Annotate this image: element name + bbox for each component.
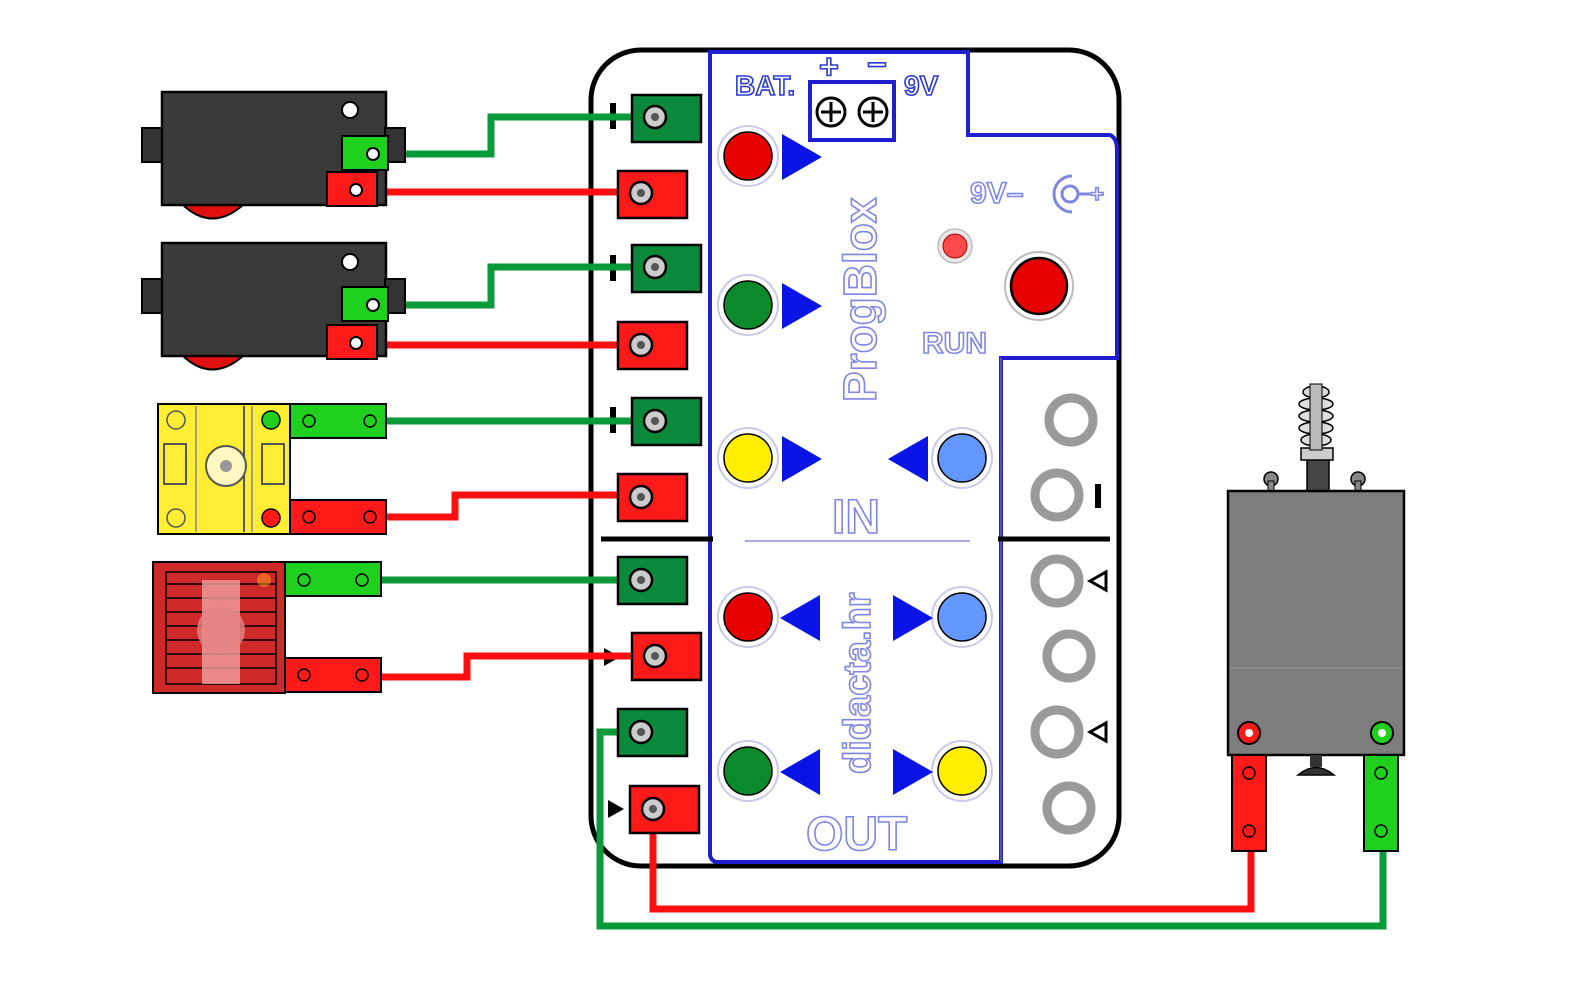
output-arrow-3-icon bbox=[780, 749, 820, 795]
right-sockets bbox=[1030, 393, 1108, 835]
input-arrow-2-icon bbox=[782, 283, 822, 329]
output-led-1 bbox=[717, 586, 820, 648]
dc-jack-icon bbox=[1052, 174, 1090, 214]
brand-label: ProgBlox bbox=[834, 197, 886, 402]
dc-jack-plus: + bbox=[1090, 181, 1104, 208]
plug-green-in4 bbox=[616, 555, 689, 606]
input-led-1 bbox=[717, 125, 822, 187]
output-arrow-1-icon bbox=[780, 595, 820, 641]
dc-jack-label: 9V– bbox=[970, 177, 1023, 210]
wire-green-1 bbox=[373, 113, 655, 158]
input-arrow-4-icon bbox=[888, 436, 928, 482]
battery-plus-sign: + bbox=[819, 48, 839, 86]
in-label: IN bbox=[832, 491, 880, 544]
input-led-3 bbox=[717, 427, 822, 489]
battery-voltage-label: 9V bbox=[904, 70, 939, 101]
website-label: didacta.hr bbox=[837, 592, 879, 774]
input-arrow-3-icon bbox=[782, 436, 822, 482]
screw-terminal-minus-icon bbox=[857, 96, 889, 128]
screw-terminal-plus-icon bbox=[815, 96, 847, 128]
board-plugs bbox=[616, 93, 703, 835]
plug-red-in4 bbox=[630, 631, 703, 682]
wire-green-2 bbox=[373, 263, 655, 309]
plug-green-out bbox=[616, 707, 689, 758]
out-label: OUT bbox=[806, 808, 907, 861]
motor-icon bbox=[1226, 383, 1406, 852]
progblox-board: BAT. + − 9V 9V– + RUN ProgBlox didacta.h… bbox=[588, 45, 1122, 869]
output-led-3 bbox=[717, 740, 820, 802]
light-sensor-icon bbox=[152, 561, 382, 694]
plug-red-in2 bbox=[616, 320, 689, 371]
input-led-2 bbox=[717, 274, 822, 336]
status-led bbox=[942, 233, 968, 259]
run-button[interactable] bbox=[1009, 256, 1069, 316]
wire-green-motor bbox=[596, 728, 1387, 930]
input-led-4 bbox=[888, 427, 993, 489]
push-switch-icon bbox=[141, 90, 406, 220]
wire-red-3 bbox=[356, 491, 641, 521]
panel-outline bbox=[708, 50, 1119, 864]
battery-label: BAT. bbox=[735, 70, 795, 101]
plug-green-in1 bbox=[630, 93, 703, 144]
plug-green-in2 bbox=[630, 243, 703, 294]
wires bbox=[355, 113, 1387, 930]
battery-minus-sign: − bbox=[867, 46, 887, 84]
run-label: RUN bbox=[922, 327, 987, 360]
input-arrow-1-icon bbox=[782, 134, 822, 180]
wire-red-motor bbox=[649, 809, 1255, 913]
output-arrow-2-icon bbox=[893, 595, 933, 641]
reed-sensor-icon bbox=[157, 403, 387, 535]
output-led-4 bbox=[893, 740, 993, 802]
plug-red-out bbox=[628, 784, 701, 835]
output-led-2 bbox=[893, 586, 993, 648]
plug-green-in3 bbox=[630, 396, 703, 447]
output-arrow-4-icon bbox=[893, 749, 933, 795]
plug-red-in3 bbox=[616, 472, 689, 523]
plug-red-in1 bbox=[616, 169, 689, 220]
push-switch-icon bbox=[141, 241, 406, 371]
wire-red-4 bbox=[355, 652, 655, 681]
